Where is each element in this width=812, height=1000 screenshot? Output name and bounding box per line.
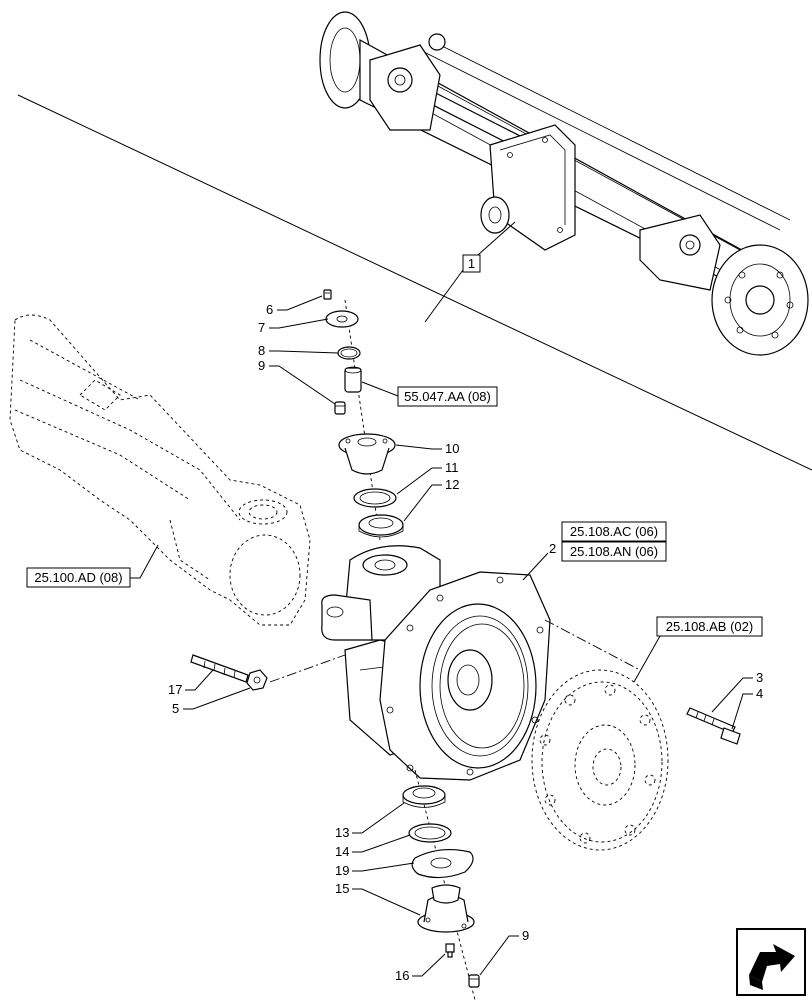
part-15-lower-pin-housing <box>417 884 475 933</box>
callout-3-label: 3 <box>756 670 763 685</box>
callout-5: 5 <box>172 687 251 716</box>
part-19-gasket <box>411 848 474 879</box>
ref-25-108-ab-label: 25.108.AB (02) <box>666 619 753 634</box>
callout-19-label: 19 <box>335 863 349 878</box>
callout-3: 3 <box>711 670 763 713</box>
callout-12: 12 <box>403 477 459 522</box>
callout-14-label: 14 <box>335 844 349 859</box>
part-9-bolt-lower <box>468 974 480 988</box>
callout-17: 17 <box>168 669 214 697</box>
part-11-shim <box>353 488 397 508</box>
callout-7-label: 7 <box>258 320 265 335</box>
part-9-bolt-upper <box>334 401 346 415</box>
callout-16-label: 16 <box>395 968 409 983</box>
part-6-screw <box>323 289 332 300</box>
part-17-stud <box>190 654 249 683</box>
ref-25-108-ac[interactable]: 25.108.AC (06) <box>561 521 667 542</box>
ref-55-047-aa[interactable]: 55.047.AA (08) <box>361 381 498 407</box>
ref-25-100-ad[interactable]: 25.100.AD (08) <box>26 544 159 588</box>
callout-8: 8 <box>258 343 339 358</box>
stud-axis-line <box>269 654 346 683</box>
bushing <box>344 366 362 393</box>
callout-9-upper-label: 9 <box>258 358 265 373</box>
callout-7: 7 <box>258 318 329 335</box>
upper-axis-line <box>344 299 381 541</box>
ref-25-108-ac-label: 25.108.AC (06) <box>570 524 658 539</box>
axle-assembly-overview <box>319 11 809 356</box>
callout-11-label: 11 <box>445 460 459 475</box>
callout-4: 4 <box>731 686 763 730</box>
callout-8-label: 8 <box>258 343 265 358</box>
callout-9-lower-label: 9 <box>522 928 529 943</box>
part-8-ring <box>337 346 361 360</box>
callout-14: 14 <box>335 834 411 859</box>
ref-25-108-an[interactable]: 25.108.AN (06) <box>561 541 667 562</box>
axle-housing-phantom <box>9 314 311 626</box>
callout-2: 2 <box>522 541 556 581</box>
callout-4-label: 4 <box>756 686 763 701</box>
ref-25-108-an-label: 25.108.AN (06) <box>570 544 658 559</box>
lower-axis-line <box>414 769 476 1000</box>
callout-15-label: 15 <box>335 881 349 896</box>
ref-25-100-ad-label: 25.100.AD (08) <box>34 570 122 585</box>
next-page-arrow-icon[interactable] <box>736 928 806 996</box>
part-7-plate <box>325 310 359 328</box>
callout-1: 1 <box>424 221 516 323</box>
part-5-nut <box>246 669 268 691</box>
part-16-grease-fitting <box>445 943 455 958</box>
callout-5-label: 5 <box>172 701 179 716</box>
callout-11: 11 <box>396 460 459 495</box>
part-12-bearing <box>358 514 404 538</box>
callout-2-label: 2 <box>549 541 556 556</box>
callout-1-label: 1 <box>468 256 475 271</box>
callout-10-label: 10 <box>445 441 459 456</box>
ref-55-047-aa-label: 55.047.AA (08) <box>404 389 491 404</box>
callout-10: 10 <box>395 441 459 456</box>
hub-axis-line <box>544 619 641 671</box>
callout-6: 6 <box>266 295 323 317</box>
callout-16: 16 <box>395 953 446 983</box>
callout-6-label: 6 <box>266 302 273 317</box>
wheel-hub-phantom <box>531 669 669 851</box>
part-4-pin <box>720 727 741 745</box>
callout-17-label: 17 <box>168 682 182 697</box>
part-2-swivel-housing <box>321 545 551 781</box>
callout-15: 15 <box>335 881 421 916</box>
part-10-pin-housing <box>338 433 396 475</box>
part-14-shim <box>408 823 452 843</box>
callout-9-lower: 9 <box>479 928 529 976</box>
callout-9-upper: 9 <box>258 358 336 405</box>
callout-19: 19 <box>335 862 415 878</box>
callout-13-label: 13 <box>335 825 349 840</box>
divider-line <box>17 94 812 471</box>
callout-13: 13 <box>335 802 405 840</box>
callout-12-label: 12 <box>445 477 459 492</box>
ref-25-108-ab[interactable]: 25.108.AB (02) <box>633 616 763 683</box>
part-13-bearing <box>402 785 446 808</box>
